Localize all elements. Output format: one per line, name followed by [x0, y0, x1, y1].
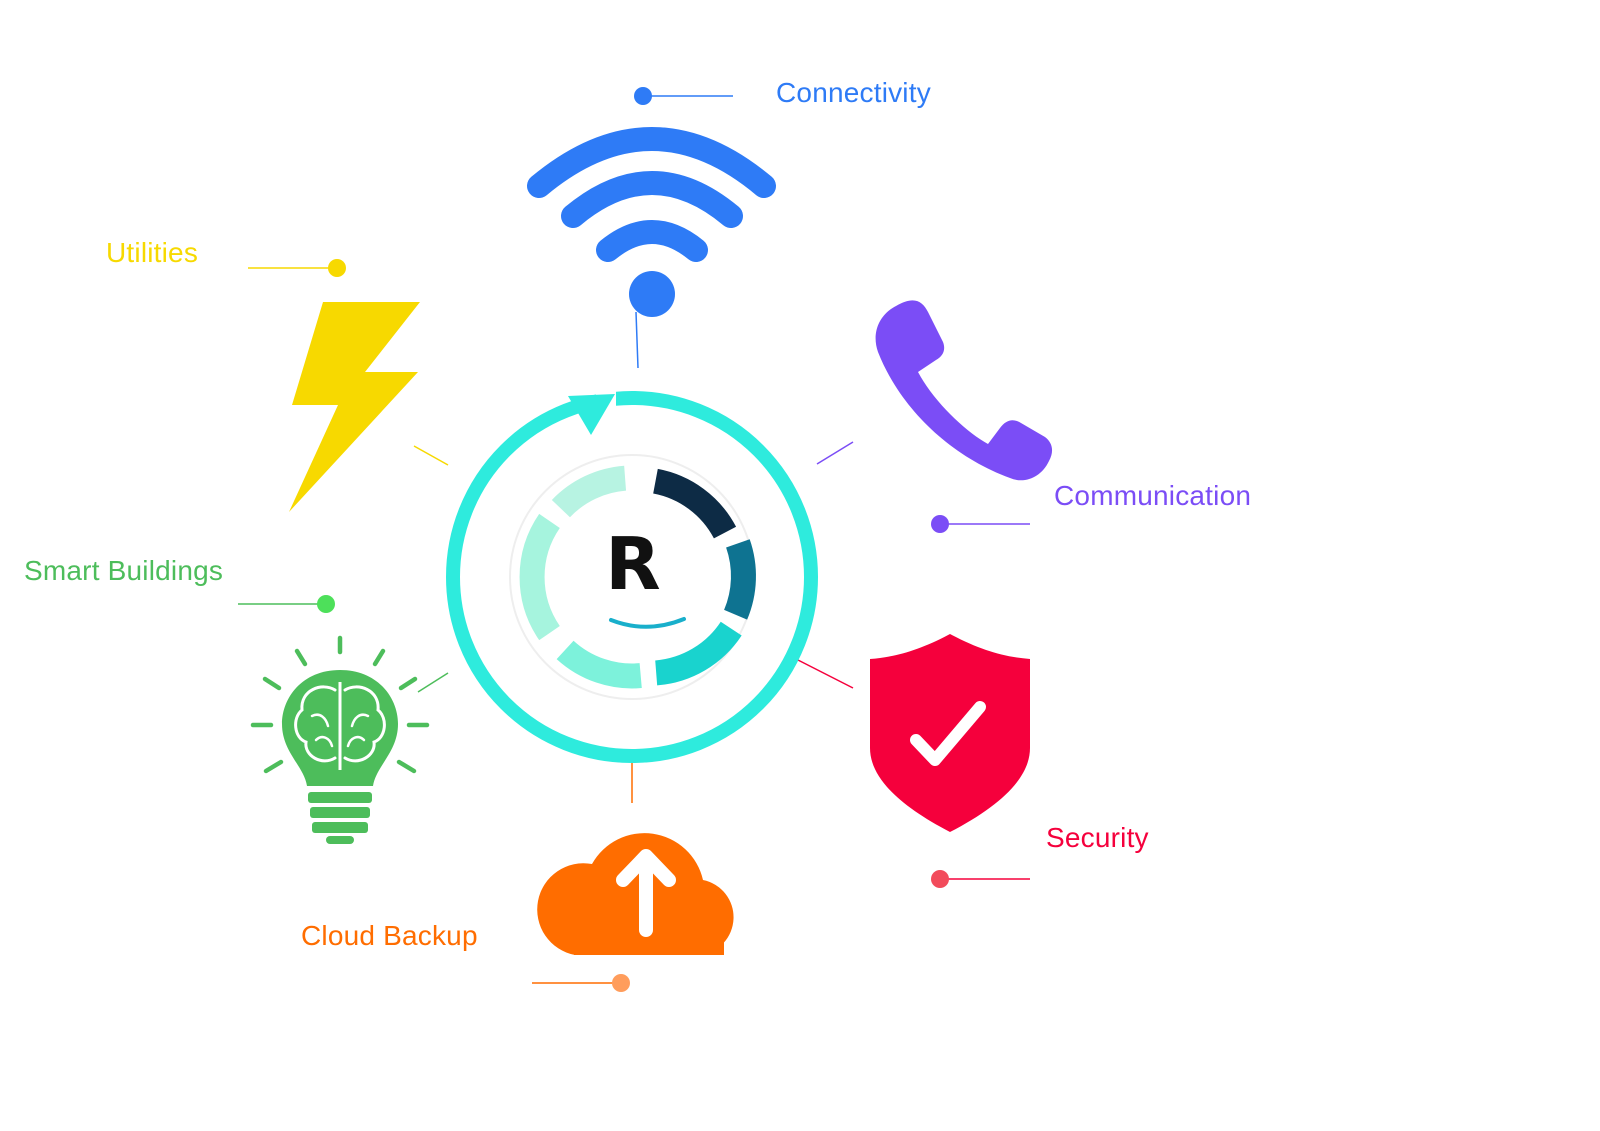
label-utilities: Utilities: [106, 237, 199, 268]
cloud-backup-connector: [532, 762, 633, 992]
outer-cycle-ring: [446, 391, 818, 763]
logo-smile: [609, 617, 686, 629]
communication-connector: [816, 441, 1030, 533]
smart-buildings-connector: [238, 595, 449, 693]
logo-letter: R: [605, 522, 661, 606]
label-connectivity: Connectivity: [776, 77, 931, 108]
lightning-bolt-icon: [289, 302, 420, 512]
cloud-upload-icon: [537, 833, 734, 955]
label-cloud-backup: Cloud Backup: [301, 920, 478, 951]
security-connector: [795, 658, 1030, 888]
label-communication: Communication: [1054, 480, 1252, 511]
phone-icon: [875, 300, 1053, 481]
lightbulb-brain-icon: [250, 635, 430, 844]
label-smart-buildings: Smart Buildings: [24, 555, 224, 586]
wifi-icon: [527, 127, 776, 317]
utilities-connector: [248, 259, 449, 466]
cycle-arrowhead: [568, 394, 615, 435]
connectivity-connector: [634, 87, 733, 369]
shield-check-icon: [870, 634, 1030, 832]
central-hub: [446, 388, 818, 763]
label-security: Security: [1046, 822, 1149, 853]
logo-segments: [519, 465, 756, 689]
